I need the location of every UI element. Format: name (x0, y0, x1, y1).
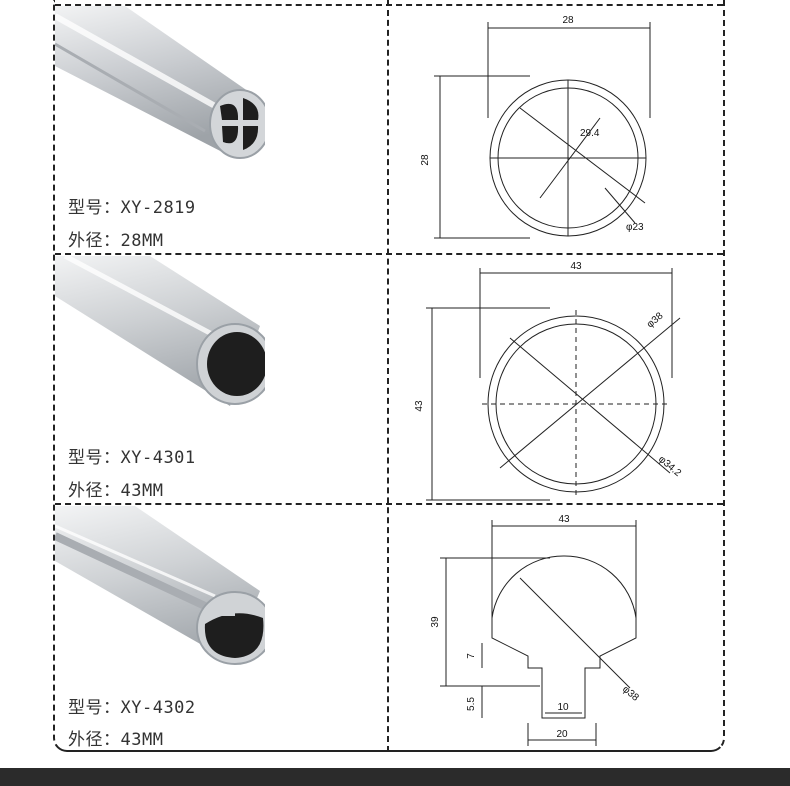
dim-base-width: 20 (556, 729, 568, 740)
dim-base: 5.5 (466, 697, 477, 711)
od-label-3: 外径：43MM (68, 730, 164, 750)
model-label-1: 型号：XY-2819 (68, 198, 196, 218)
row-divider-top (55, 4, 723, 6)
dim-height: 43 (414, 400, 425, 412)
dim-width: 28 (562, 15, 574, 26)
drawing-xy-4302: 43 39 7 5.5 10 20 φ38 (430, 514, 641, 746)
column-divider (387, 0, 389, 752)
od-label-1: 外径：28MM (68, 231, 164, 251)
catalog-frame (53, 0, 725, 752)
dim-dia-inner: φ34.2 (656, 454, 683, 479)
row-divider-2 (55, 503, 723, 505)
model-label-3: 型号：XY-4302 (68, 698, 196, 718)
dim-slot-depth: 7 (466, 653, 477, 659)
model-label-2: 型号：XY-4301 (68, 448, 196, 468)
profile-photo-xy-4302 (55, 506, 265, 665)
dim-dia: φ23 (626, 222, 644, 233)
row-divider-1 (55, 253, 723, 255)
footer-bar (0, 768, 790, 786)
dim-height: 39 (430, 616, 441, 628)
dim-slot-width: 10 (557, 702, 569, 713)
drawing-xy-2819: 28 28 29.4 φ23 (420, 15, 651, 239)
dim-width: 43 (558, 514, 570, 525)
drawing-xy-4301: 43 43 φ38 φ34.2 (414, 261, 683, 501)
dim-height: 28 (420, 154, 431, 166)
dim-width: 43 (570, 261, 582, 272)
od-label-2: 外径：43MM (68, 481, 164, 501)
dim-diag: 29.4 (580, 128, 600, 139)
profile-photo-xy-2819 (55, 6, 265, 159)
dim-dia: φ38 (620, 684, 641, 704)
profile-photo-xy-4301 (55, 256, 265, 406)
dim-dia-outer: φ38 (645, 310, 666, 330)
